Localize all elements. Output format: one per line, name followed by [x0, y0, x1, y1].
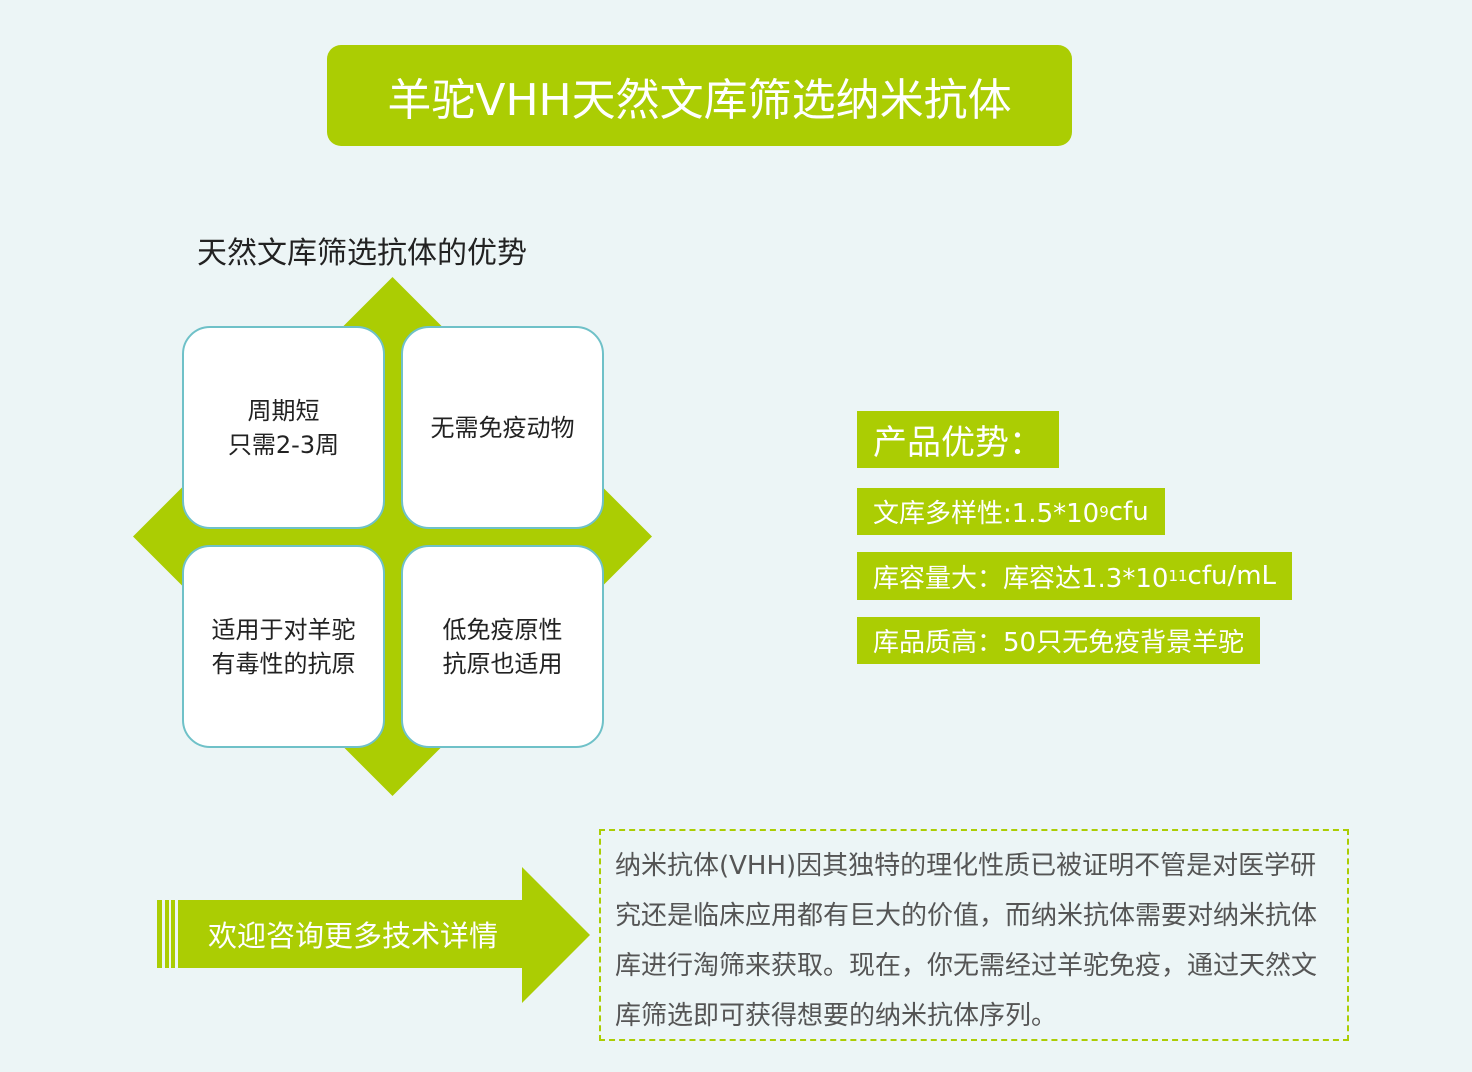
- card-line: 只需2-3周: [227, 430, 340, 459]
- advantage-card-no-immunization: 无需免疫动物: [401, 326, 604, 529]
- advantage-card-low-immunogenicity: 低免疫原性 抗原也适用: [401, 545, 604, 748]
- consult-label: 欢迎咨询更多技术详情: [208, 919, 499, 953]
- item-text: 库容量大：库容达1.3*10: [873, 563, 1169, 594]
- card-line: 低免疫原性: [442, 615, 563, 644]
- item-unit: cfu/mL: [1187, 561, 1277, 591]
- advantages-heading: 天然文库筛选抗体的优势: [197, 236, 527, 271]
- advantage-card-toxic-antigen: 适用于对羊驼 有毒性的抗原: [182, 545, 385, 748]
- arrow-head-icon: [522, 867, 590, 1003]
- consult-arrow-button[interactable]: 欢迎咨询更多技术详情: [178, 900, 523, 968]
- card-line: 无需免疫动物: [430, 413, 575, 442]
- item-exponent: 11: [1168, 567, 1188, 585]
- arrow-stripe: [157, 900, 162, 968]
- item-text: 文库多样性:1.5*10: [873, 499, 1100, 529]
- card-line: 有毒性的抗原: [211, 649, 356, 678]
- card-line: 周期短: [247, 396, 320, 425]
- card-line: 适用于对羊驼: [211, 615, 356, 644]
- product-item-quality: 库品质高：50只无免疫背景羊驼: [857, 617, 1261, 664]
- product-advantage-heading: 产品优势：: [857, 411, 1059, 468]
- item-exponent: 9: [1099, 502, 1109, 521]
- arrow-stripe: [165, 900, 169, 968]
- card-line: 抗原也适用: [442, 649, 563, 678]
- description-box: 纳米抗体(VHH)因其独特的理化性质已被证明不管是对医学研究还是临床应用都有巨大…: [599, 829, 1349, 1041]
- item-text: 库品质高：50只无免疫背景羊驼: [873, 628, 1245, 658]
- item-unit: cfu: [1108, 496, 1149, 527]
- advantage-card-short-cycle: 周期短 只需2-3周: [182, 326, 385, 529]
- arrow-stripe: [171, 900, 175, 968]
- page-title: 羊驼VHH天然文库筛选纳米抗体: [327, 45, 1072, 146]
